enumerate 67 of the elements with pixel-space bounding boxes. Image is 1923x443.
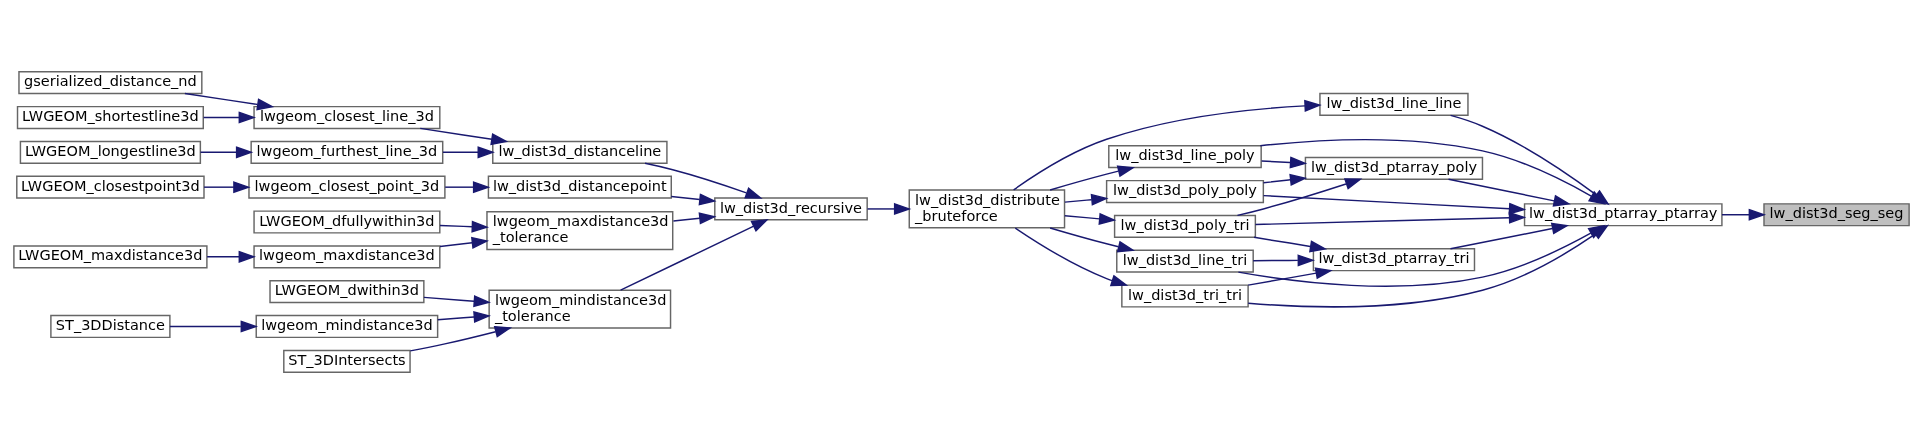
node-box: lw_dist3d_ptarray_tri	[1312, 247, 1476, 271]
node-box: LWGEOM_shortestline3d	[16, 105, 204, 129]
arrow	[644, 162, 763, 199]
arrow	[1064, 193, 1109, 206]
arrow	[670, 192, 717, 206]
node-box: lwgeom_mindistance3d_tolerance	[488, 288, 672, 329]
arrow	[184, 92, 275, 110]
node-box: lw_dist3d_recursive	[714, 196, 868, 221]
arrow	[1449, 222, 1570, 249]
node-box: gserialized_distance_nd	[18, 70, 203, 94]
arrow	[1049, 226, 1136, 253]
arrow	[1721, 208, 1767, 221]
node-box: lw_dist3d_poly_tri	[1113, 214, 1257, 238]
arrow	[199, 145, 254, 158]
arrow	[1252, 253, 1316, 266]
arrow	[206, 250, 256, 263]
arrow	[442, 145, 495, 158]
arrow	[1049, 164, 1136, 191]
arrow	[1254, 211, 1527, 225]
node-box: LWGEOM_dfullywithin3d	[253, 209, 441, 234]
node-box: lw_dist3d_ptarray_ptarray	[1523, 202, 1723, 226]
node-box: lwgeom_mindistance3d	[255, 314, 439, 338]
node-box: ST_3DIntersects	[283, 349, 411, 373]
arrow	[1247, 266, 1333, 286]
node-box: ST_3DDistance	[50, 314, 171, 338]
arrow	[169, 319, 258, 333]
arrow	[203, 180, 251, 193]
arrow	[409, 325, 513, 352]
arrow	[1236, 177, 1363, 216]
node-box: lw_dist3d_line_poly	[1108, 144, 1262, 168]
node-box: LWGEOM_maxdistance3d	[13, 244, 208, 268]
node-box: LWGEOM_dwithin3d	[269, 279, 425, 303]
arrow	[439, 220, 489, 233]
node-box: lwgeom_furthest_line_3d	[250, 140, 444, 164]
node-box: lw_dist3d_seg_seg	[1763, 202, 1910, 226]
arrow	[619, 218, 769, 291]
node-box: lw_dist3d_distanceline	[492, 140, 668, 164]
node-box: lwgeom_maxdistance3d_tolerance	[486, 210, 674, 250]
node-box: lwgeom_closest_line_3d	[253, 105, 441, 129]
arrow	[437, 310, 491, 323]
arrow	[1447, 178, 1571, 207]
node-box: lwgeom_closest_point_3d	[248, 175, 446, 199]
arrow	[1260, 155, 1308, 169]
arrow	[672, 211, 717, 224]
arrow	[423, 294, 491, 307]
node-box: lw_dist3d_tri_tri	[1121, 283, 1249, 308]
arrow	[1262, 173, 1308, 186]
arrow	[1064, 212, 1117, 225]
arrow	[444, 180, 491, 193]
node-box: lwgeom_maxdistance3d	[253, 244, 441, 268]
arrow	[1012, 99, 1322, 191]
arrow	[1253, 236, 1328, 252]
node-box: lw_dist3d_distribute_bruteforce	[908, 188, 1066, 229]
arrow	[1262, 194, 1527, 215]
arrow	[1259, 138, 1607, 205]
node-box: LWGEOM_closestpoint3d	[16, 175, 205, 199]
node-box: lw_dist3d_distancepoint	[487, 175, 672, 199]
arrow	[202, 110, 256, 124]
node-box: lw_dist3d_poly_poly	[1105, 179, 1265, 203]
node-box: lw_dist3d_ptarray_poly	[1304, 156, 1484, 180]
node-box: lw_dist3d_line_tri	[1116, 249, 1254, 273]
node-box: LWGEOM_longestline3d	[19, 140, 202, 164]
arrow	[1014, 226, 1129, 286]
arrow	[866, 202, 912, 215]
arrow	[419, 127, 509, 145]
arrow	[439, 236, 489, 249]
node-box: lw_dist3d_line_line	[1319, 92, 1469, 116]
